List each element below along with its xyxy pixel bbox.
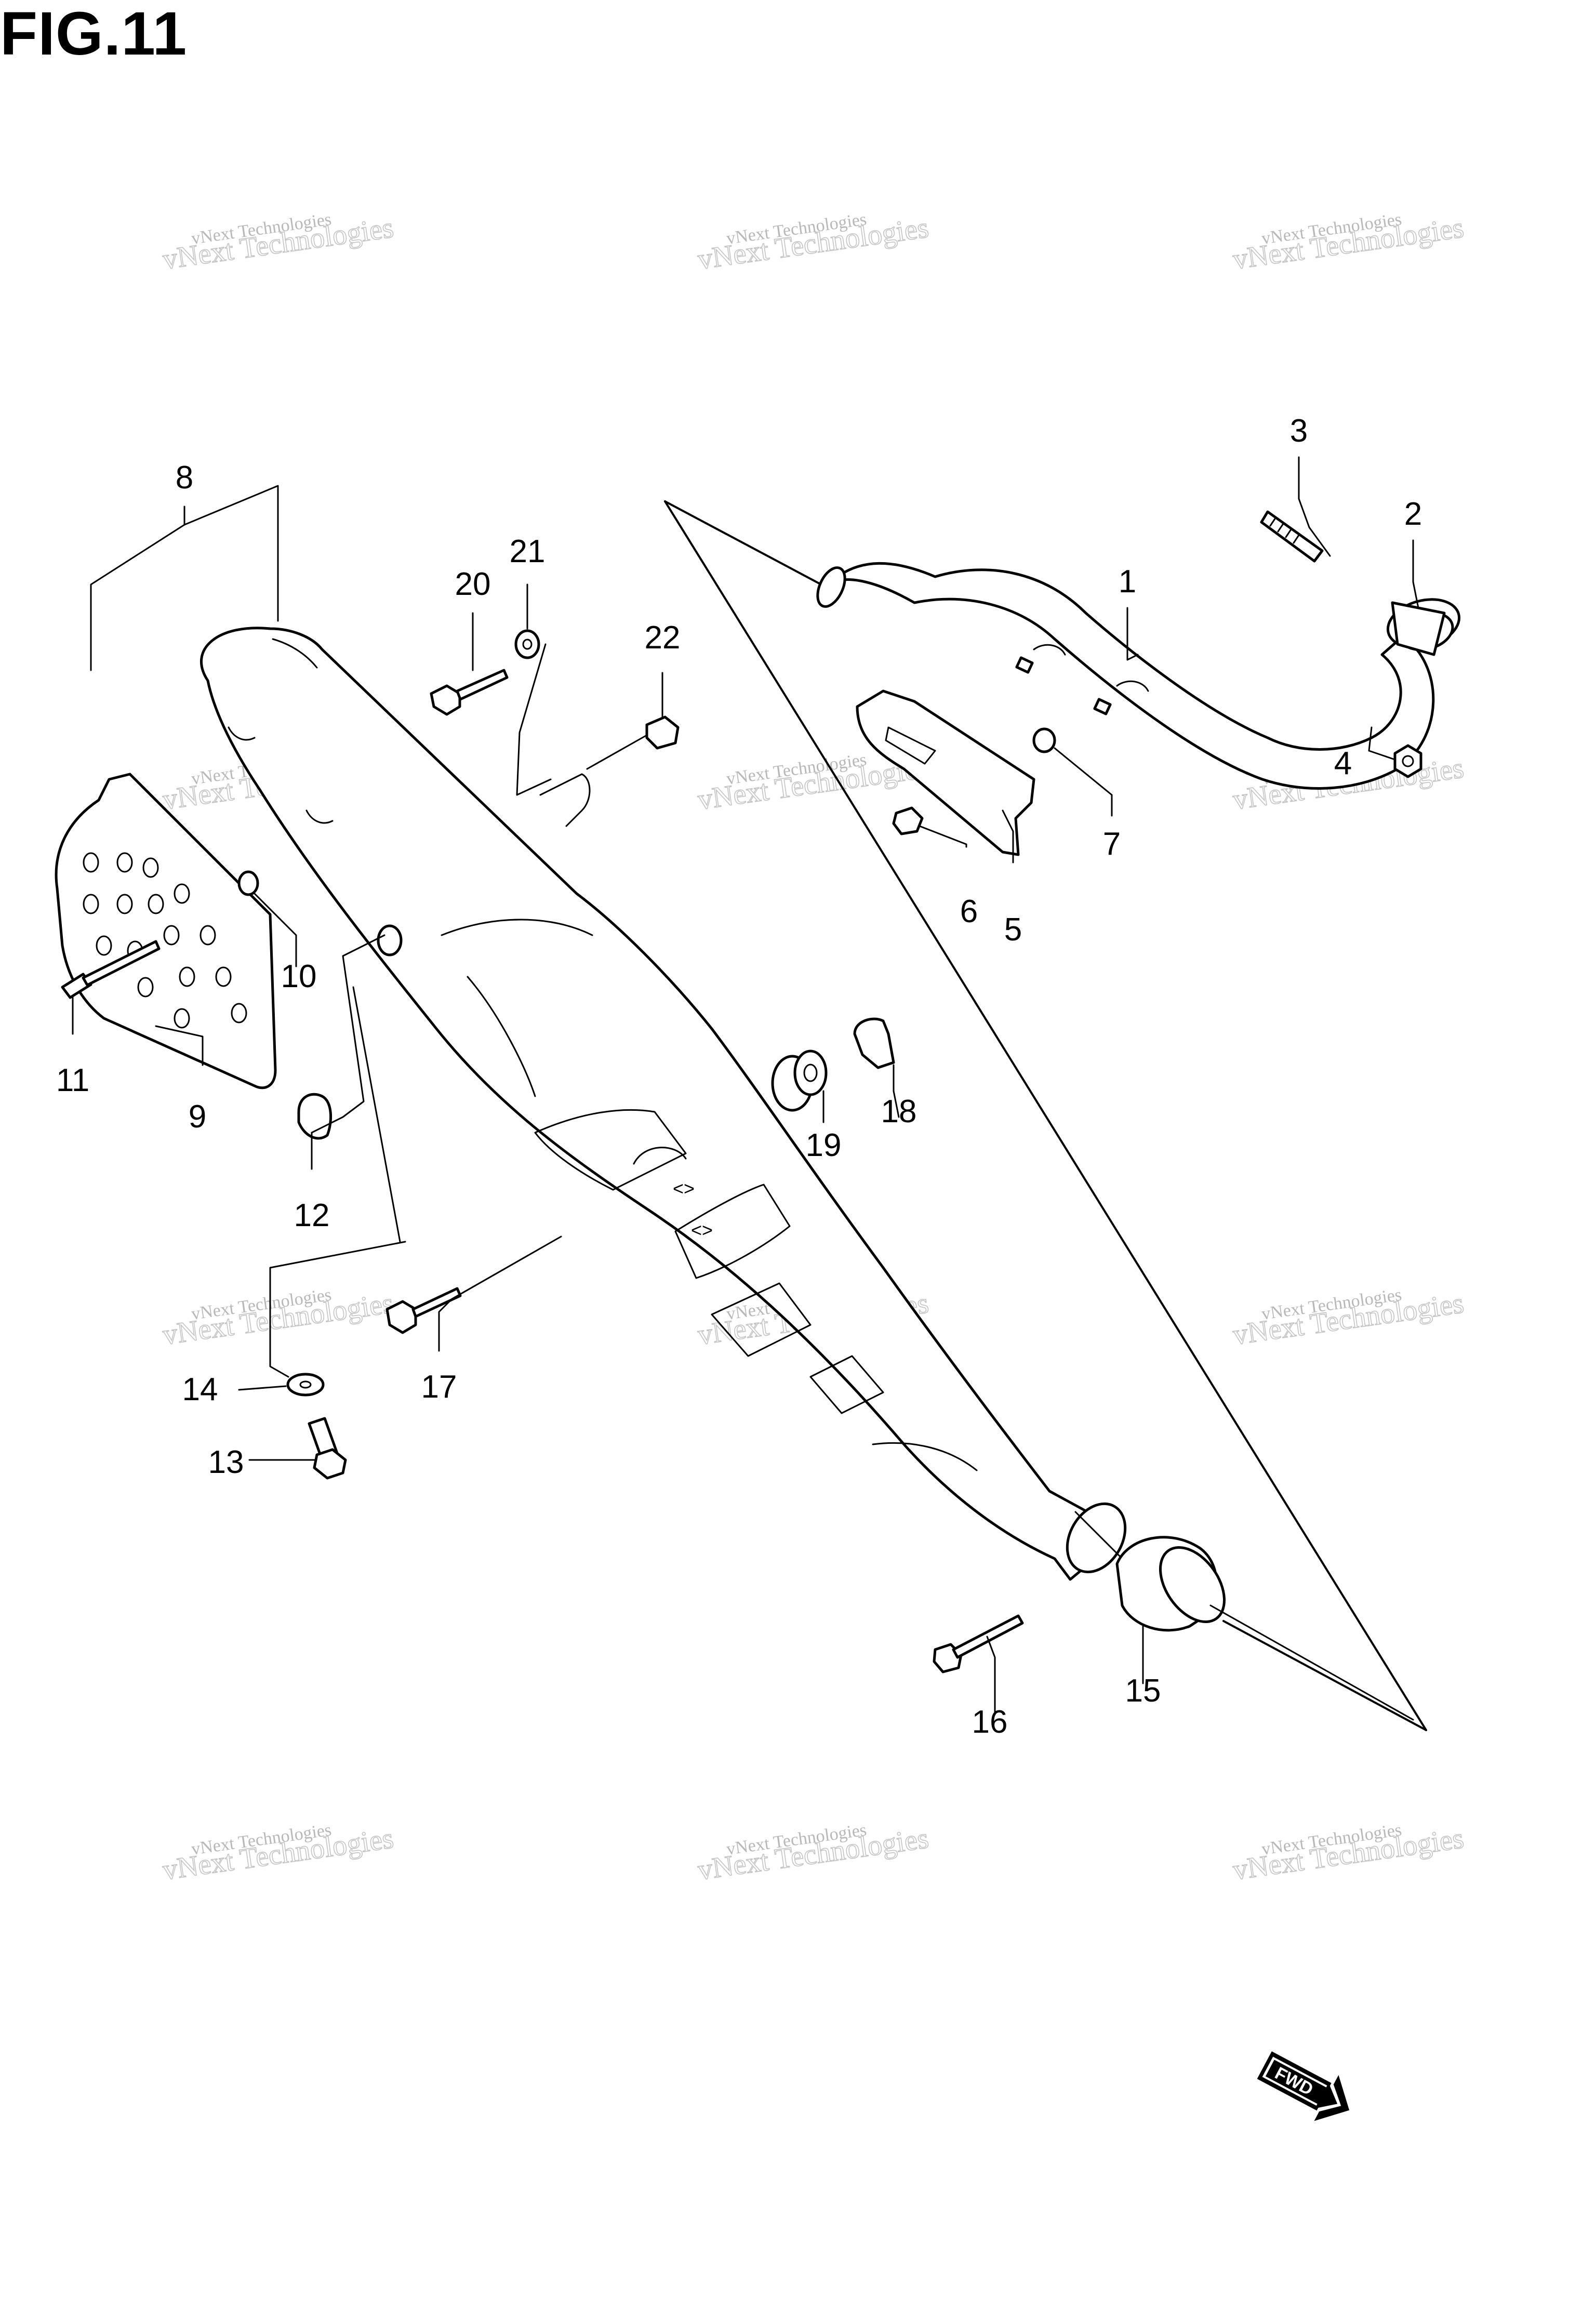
exhaust-clamp [1386, 598, 1461, 656]
mount-washer [286, 1373, 325, 1397]
callout-5: 5 [1004, 912, 1022, 948]
assembly-boundary-line [1222, 1620, 1427, 1731]
callout-21: 21 [510, 534, 546, 569]
callout-12: 12 [294, 1198, 330, 1233]
callout-9: 9 [189, 1099, 206, 1135]
callout-20: 20 [455, 566, 491, 602]
callout-18: 18 [881, 1094, 917, 1130]
callout-13: 13 [208, 1444, 244, 1480]
shield-screw [61, 940, 161, 999]
end-cap [1115, 1536, 1226, 1632]
callout-3: 3 [1290, 413, 1308, 449]
callout-1: 1 [1119, 564, 1136, 600]
mount-grommet [771, 1049, 828, 1112]
callout-labels: 1 2 3 4 5 6 7 8 9 10 11 12 13 14 15 16 1… [56, 413, 1422, 1740]
upper-washer [514, 629, 540, 659]
callout-16: 16 [972, 1704, 1008, 1740]
callout-11: 11 [56, 1062, 89, 1098]
figure-title: FIG.11 [0, 0, 188, 68]
mount-collar [853, 1017, 895, 1069]
upper-bolt [430, 669, 509, 716]
callout-14: 14 [182, 1372, 218, 1407]
assembly-boundary-line [664, 500, 827, 588]
flange-nut [1393, 744, 1422, 778]
callout-17: 17 [421, 1369, 457, 1405]
leader-lines [72, 456, 1419, 1721]
protector-nut [892, 806, 924, 835]
upper-nut [645, 715, 680, 750]
callout-7: 7 [1103, 826, 1121, 862]
callout-8: 8 [176, 460, 193, 496]
callout-10: 10 [281, 959, 317, 994]
mount-bolt [308, 1417, 347, 1480]
callout-22: 22 [645, 620, 681, 656]
svg-text:<>: <> [673, 1178, 695, 1199]
callout-4: 4 [1334, 746, 1352, 781]
pipe-heat-protector [856, 689, 1035, 856]
shield-washer [237, 870, 259, 896]
callout-19: 19 [806, 1127, 842, 1163]
callout-6: 6 [960, 894, 978, 929]
stud-bolt [1260, 510, 1324, 563]
muffler-heat-shield [55, 773, 277, 1089]
callout-2: 2 [1404, 496, 1422, 532]
washer [1032, 727, 1056, 753]
forward-direction-badge: FWD [1257, 2051, 1350, 2121]
tail-screw [933, 1614, 1024, 1673]
callout-15: 15 [1125, 1673, 1161, 1709]
svg-text:<>: <> [691, 1219, 713, 1241]
muffler-body: <> <> [200, 627, 1127, 1581]
muffler-bolt [385, 1287, 462, 1334]
assembly-boundary-line [664, 500, 1427, 1731]
